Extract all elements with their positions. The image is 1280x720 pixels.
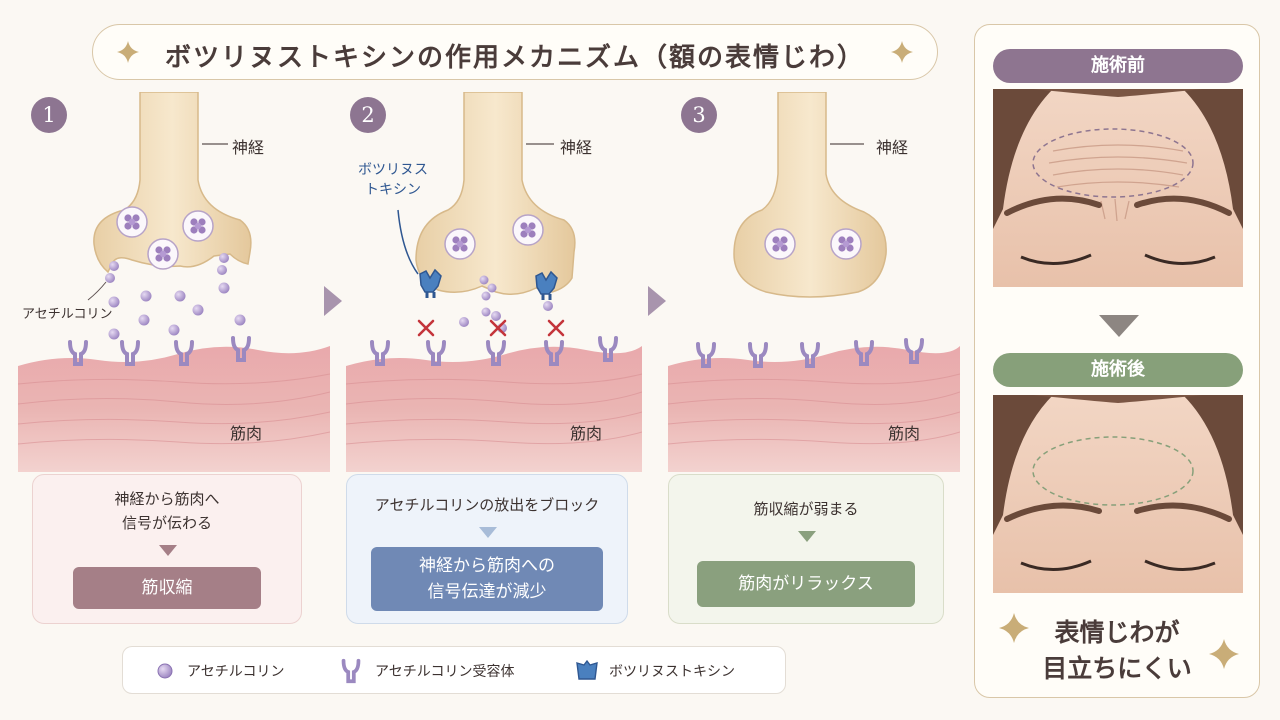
toxin-icon [576,659,598,680]
sparkle-icon [117,41,139,63]
nerve-label: 神経 [876,138,909,157]
conclusion-line2: 目立ちにくい [1042,654,1192,683]
face-before-image [993,89,1243,287]
chevron-right-icon [324,286,342,316]
legend-acetylcholine: アセチルコリン [187,664,285,680]
step-3-result: 筋肉がリラックス [697,561,915,607]
step-2-card: アセチルコリンの放出をブロック 神経から筋肉への 信号伝達が減少 [346,474,628,624]
arrow-down-icon [159,545,177,556]
before-after-panel: 施術前 施術後 表情じわが 目立ちにくい [974,24,1260,698]
sparkle-icon [999,613,1029,643]
legend: アセチルコリン アセチルコリン受容体 ボツリヌストキシン [122,646,786,694]
step-number-2: 2 [350,97,386,133]
arrow-down-icon [798,531,816,542]
nerve-label: 神経 [560,138,593,157]
arrow-down-icon [1099,315,1139,337]
step-3-description: 筋収縮が弱まる [753,500,859,518]
sparkle-icon [891,41,913,63]
muscle-label: 筋肉 [888,424,921,443]
step-1-description-line2: 信号が伝わる [121,514,212,532]
legend-botulinum-toxin: ボツリヌストキシン [609,664,735,680]
legend-receptor: アセチルコリン受容体 [375,664,515,680]
receptor-icon [341,658,361,684]
acetylcholine-label: アセチルコリン [22,307,113,322]
botulinum-toxin-label: ボツリヌス トキシン [358,162,428,198]
step-3-card: 筋収縮が弱まる 筋肉がリラックス [668,474,944,624]
step-number-3: 3 [681,97,717,133]
muscle-label: 筋肉 [230,424,263,443]
muscle-label: 筋肉 [570,424,603,443]
page-title: ボツリヌストキシンの作用メカニズム（額の表情じわ） [164,43,865,73]
step-1-illustration [18,92,330,472]
step-1-result: 筋収縮 [73,567,261,609]
sparkle-icon [1209,639,1239,669]
chevron-right-icon [648,286,666,316]
before-label: 施術前 [993,49,1243,83]
nerve-label: 神経 [232,138,265,157]
step-number-1: 1 [31,97,67,133]
step-1-description-line1: 神経から筋肉へ [114,490,220,508]
arrow-down-icon [479,527,497,538]
conclusion-line1: 表情じわが [1054,618,1180,647]
title-banner: ボツリヌストキシンの作用メカニズム（額の表情じわ） [92,24,938,80]
step-2-description: アセチルコリンの放出をブロック [374,496,600,514]
face-after-image [993,395,1243,593]
step-2-result: 神経から筋肉への 信号伝達が減少 [371,547,603,611]
acetylcholine-dot-icon [157,663,173,679]
step-1-card: 神経から筋肉へ 信号が伝わる 筋収縮 [32,474,302,624]
step-3-illustration [668,92,960,472]
after-label: 施術後 [993,353,1243,387]
step-2-illustration [346,92,642,472]
